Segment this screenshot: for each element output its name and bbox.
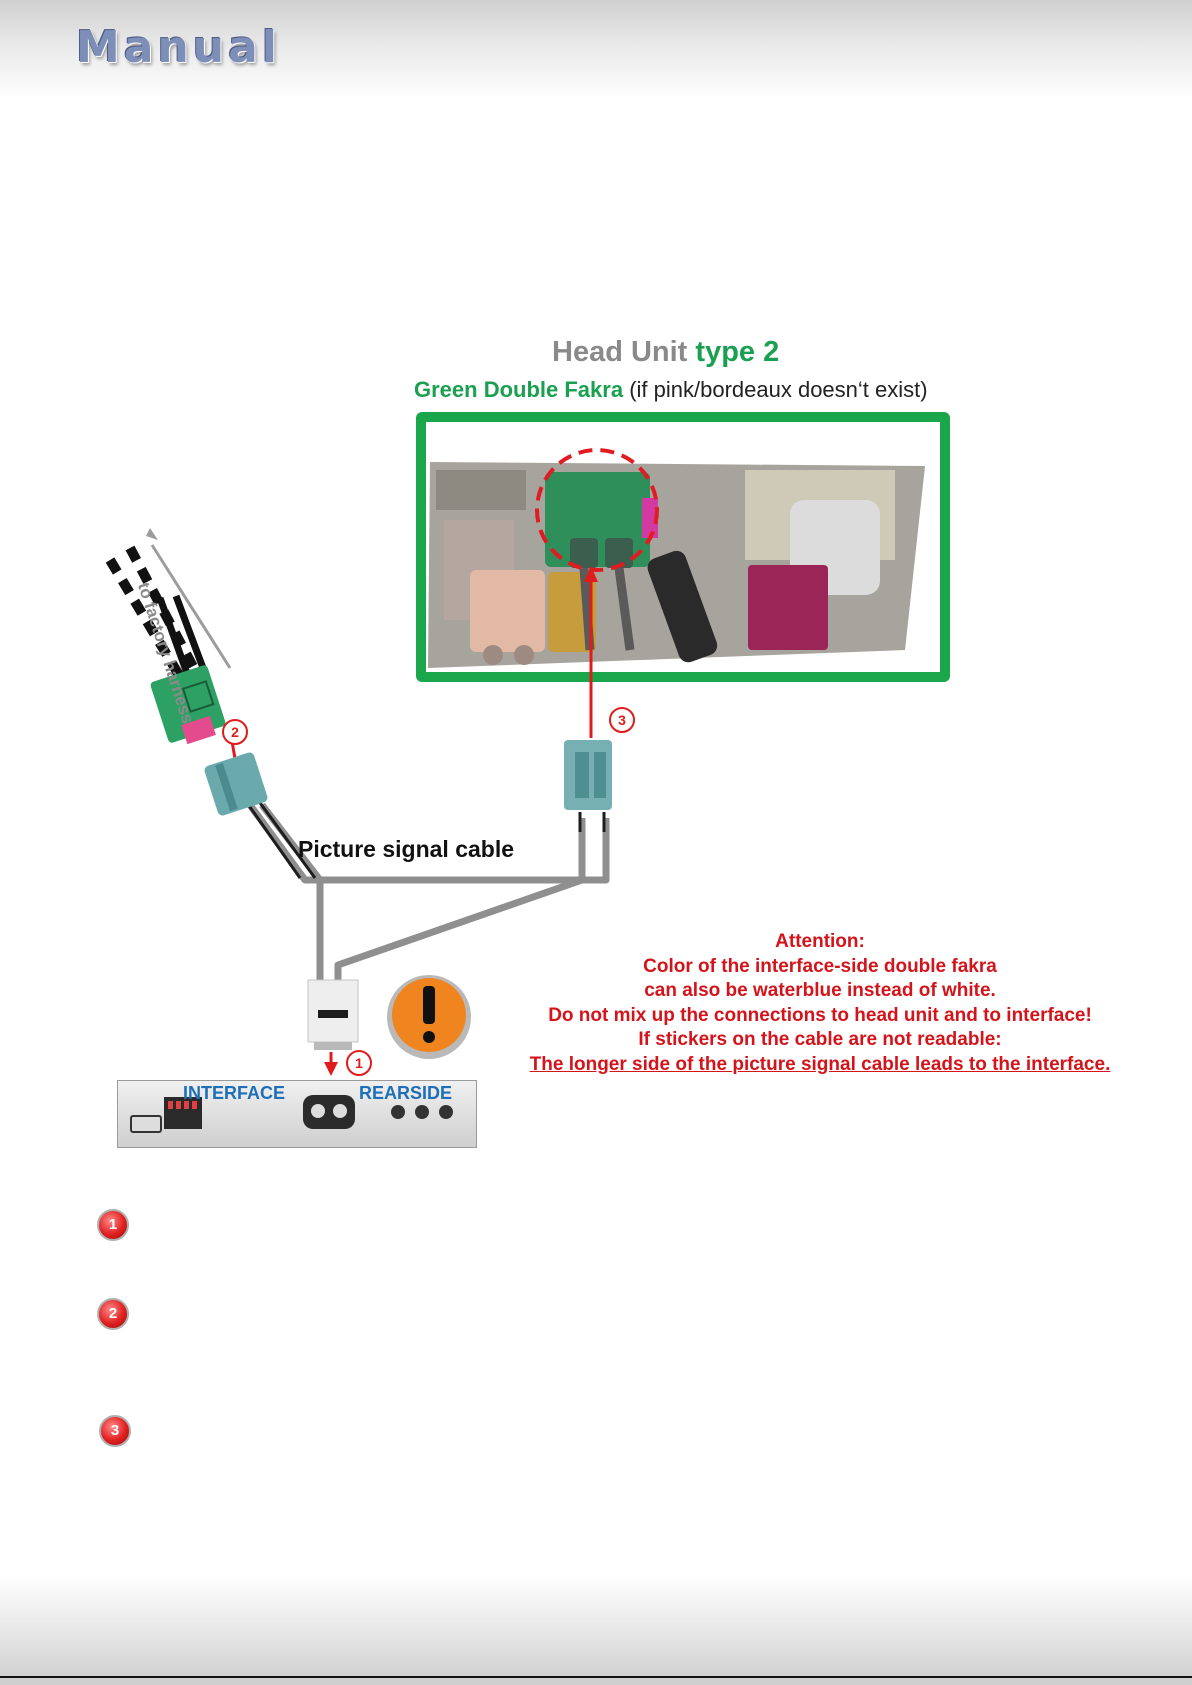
- waterblue-connector-right: [564, 740, 612, 810]
- attention-line: If stickers on the cable are not readabl…: [638, 1029, 1002, 1050]
- waterblue-connector-left: [204, 752, 268, 816]
- step-3-bullet: 3: [99, 1415, 131, 1447]
- marker-3: 3: [609, 707, 635, 733]
- attention-line: can also be waterblue instead of white.: [644, 980, 996, 1001]
- title-head-unit: Head Unit: [552, 336, 688, 368]
- page-footer: [0, 1575, 1192, 1685]
- interface-label: INTERFACE: [183, 1083, 286, 1103]
- subtitle-note: (if pink/bordeaux doesn‘t exist): [629, 377, 928, 402]
- diagram-subtitle: Green Double Fakra (if pink/bordeaux doe…: [414, 377, 928, 403]
- subtitle-main: Green Double Fakra: [414, 377, 624, 402]
- audio-jack-icon: [415, 1105, 429, 1119]
- audio-jack-icon: [391, 1105, 405, 1119]
- title-type: type 2: [695, 336, 780, 368]
- factory-harness-cable: [105, 528, 232, 683]
- highlight-circle: [535, 448, 659, 572]
- rearside-label: REARSIDE: [359, 1083, 453, 1103]
- step-2-bullet: 2: [97, 1298, 129, 1330]
- head-unit-photo: [428, 448, 925, 668]
- arrow-3: [584, 566, 598, 738]
- attention-line: Color of the interface-side double fakra: [643, 955, 997, 977]
- harness-green-connector: [150, 665, 226, 745]
- step-1-bullet: 1: [97, 1209, 129, 1241]
- attention-line: Do not mix up the connections to head un…: [548, 1004, 1092, 1026]
- attention-note: Attention: Color of the interface-side d…: [470, 930, 1170, 1077]
- interface-side-fakra: [307, 979, 359, 1050]
- interface-rearside-box: [117, 1080, 477, 1148]
- audio-jack-icon: [439, 1105, 453, 1119]
- marker-2: 2: [222, 719, 248, 745]
- diagram-title: Head Unit type 2: [552, 336, 779, 369]
- marker-1: 1: [346, 1050, 372, 1076]
- arrow-1: [324, 1052, 338, 1076]
- beige-fakra-connector: [470, 570, 545, 652]
- attention-line-underlined: The longer side of the picture signal ca…: [529, 1053, 1111, 1075]
- picture-signal-cable-label: Picture signal cable: [298, 836, 515, 862]
- fakra-socket-icon: [303, 1095, 355, 1129]
- dip-switch-icon: [164, 1097, 202, 1129]
- attention-heading: Attention:: [775, 931, 865, 952]
- manual-brand-logo: Manual: [76, 22, 281, 73]
- page-header: Manual: [0, 0, 1192, 100]
- bordeaux-fakra-connector: [748, 565, 828, 650]
- usb-port-icon: [130, 1115, 162, 1133]
- footer-divider: [0, 1676, 1192, 1678]
- warning-icon: [387, 975, 471, 1059]
